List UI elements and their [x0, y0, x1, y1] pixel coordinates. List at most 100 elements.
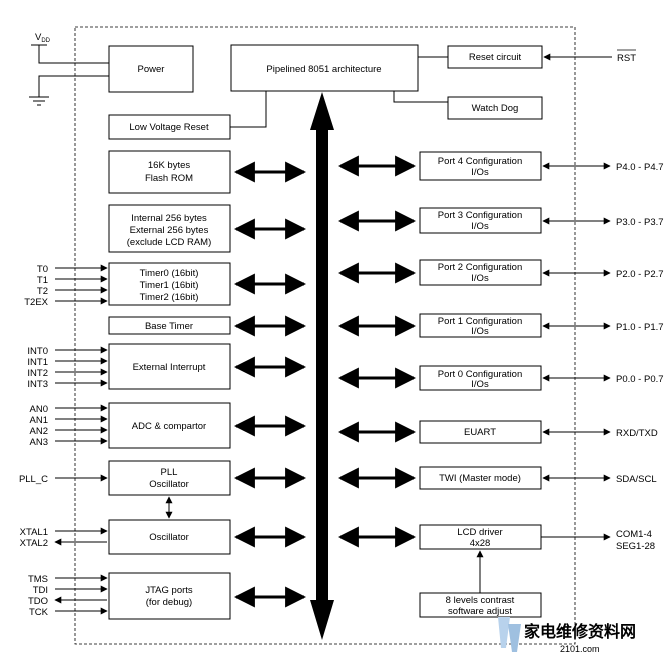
lcd-driver-label-1: LCD driver: [457, 527, 502, 538]
port0-label-1: Port 0 Configuration: [438, 369, 523, 380]
watchdog-block: [447, 96, 543, 120]
twi-label: TWI (Master mode): [439, 473, 521, 484]
contrast-label-1: 8 levels contrast: [446, 595, 515, 606]
pll-label-2: Oscillator: [149, 479, 189, 490]
jtag-block: [108, 572, 231, 620]
tck-label: TCK: [29, 607, 49, 618]
external-interrupt-label: External Interrupt: [133, 362, 206, 373]
jtag-label-2: (for debug): [146, 597, 192, 608]
p0-pins-label: P0.0 - P0.7: [616, 374, 664, 385]
port-pin-arrows: [541, 162, 611, 541]
core-watchdog-link: [393, 91, 448, 103]
xtal1-label: XTAL1: [20, 527, 48, 538]
p4-pins-label: P4.0 - P4.7: [616, 162, 664, 173]
bus-links-left: [233, 161, 307, 608]
ram-label-3: (exclude LCD RAM): [127, 237, 211, 248]
timer1-label: Timer1 (16bit): [140, 280, 199, 291]
tms-label: TMS: [28, 574, 48, 585]
euart-label: EUART: [464, 427, 496, 438]
ram-label-1: Internal 256 bytes: [131, 213, 207, 224]
svg-text:VDD: VDD: [35, 32, 51, 44]
timer2-label: Timer2 (16bit): [140, 292, 199, 303]
cpu-core-label: Pipelined 8051 architecture: [266, 64, 381, 75]
port4-label-1: Port 4 Configuration: [438, 156, 523, 167]
int3-label: INT3: [27, 379, 48, 390]
watermark: 家电维修资料网 2101.com: [498, 617, 636, 654]
timers-block: [108, 262, 231, 306]
watermark-title: 家电维修资料网: [524, 622, 636, 641]
lcd-com-pins-label: COM1-4: [616, 529, 652, 540]
int2-label: INT2: [27, 368, 48, 379]
port2-label-1: Port 2 Configuration: [438, 262, 523, 273]
flash-rom-label-2: Flash ROM: [145, 173, 193, 184]
pll-c-label: PLL_C: [19, 474, 48, 485]
pll-label-1: PLL: [161, 467, 178, 478]
internal-bus-arrow: [310, 92, 334, 640]
watermark-url: 2101.com: [560, 644, 600, 654]
pll-block: [108, 460, 231, 496]
twi-block: [419, 466, 542, 490]
oscillator-label: Oscillator: [149, 532, 189, 543]
bus-links-right: [337, 155, 417, 548]
port2-block: [419, 259, 542, 286]
ground-symbol: [29, 75, 109, 106]
port1-label-1: Port 1 Configuration: [438, 316, 523, 327]
p2-pins-label: P2.0 - P2.7: [616, 269, 664, 280]
port0-block: [419, 365, 542, 391]
t2-label: T2: [37, 286, 48, 297]
an3-label: AN3: [30, 437, 48, 448]
an1-label: AN1: [30, 415, 48, 426]
port1-block: [419, 313, 542, 338]
port3-label-2: I/Os: [471, 221, 489, 232]
int0-label: INT0: [27, 346, 48, 357]
int1-label: INT1: [27, 357, 48, 368]
power-label: Power: [138, 64, 165, 75]
base-timer-block: [108, 316, 231, 335]
reset-circuit-label: Reset circuit: [469, 52, 522, 63]
t2ex-label: T2EX: [24, 297, 48, 308]
base-timer-label: Base Timer: [145, 321, 193, 332]
rst-label: RST: [617, 53, 636, 64]
an2-label: AN2: [30, 426, 48, 437]
left-pin-arrows: [54, 264, 108, 615]
port2-label-2: I/Os: [471, 273, 489, 284]
t1-label: T1: [37, 275, 48, 286]
oscillator-block: [108, 519, 231, 555]
chip-boundary: [74, 26, 576, 645]
twi-pins-label: SDA/SCL: [616, 474, 657, 485]
power-block: [108, 45, 194, 93]
tdo-label: TDO: [28, 596, 48, 607]
watchdog-label: Watch Dog: [472, 103, 519, 114]
t0-label: T0: [37, 264, 48, 275]
timer0-label: Timer0 (16bit): [140, 268, 199, 279]
lcd-driver-label-2: 4x28: [470, 538, 491, 549]
contrast-label-2: software adjust: [448, 606, 512, 617]
port1-label-2: I/Os: [471, 326, 489, 337]
ram-block: [108, 204, 231, 253]
lcd-seg-pins-label: SEG1-28: [616, 541, 655, 552]
flash-rom-block: [108, 150, 231, 194]
port3-block: [419, 207, 542, 234]
watermark-logo-icon: [498, 617, 521, 652]
port4-block: [419, 151, 542, 181]
flash-rom-label-1: 16K bytes: [148, 160, 190, 171]
low-voltage-reset-label: Low Voltage Reset: [129, 122, 209, 133]
xtal2-label: XTAL2: [20, 538, 48, 549]
cpu-core-block: [230, 44, 419, 92]
port4-label-2: I/Os: [471, 167, 489, 178]
external-interrupt-block: [108, 343, 231, 390]
port3-label-1: Port 3 Configuration: [438, 210, 523, 221]
p1-pins-label: P1.0 - P1.7: [616, 322, 664, 333]
uart-pins-label: RXD/TXD: [616, 428, 658, 439]
port0-label-2: I/Os: [471, 379, 489, 390]
ram-label-2: External 256 bytes: [130, 225, 209, 236]
adc-label: ADC & compartor: [132, 421, 206, 432]
euart-block: [419, 420, 542, 444]
lvr-core-link: [230, 91, 267, 128]
adc-block: [108, 402, 231, 449]
an0-label: AN0: [30, 404, 48, 415]
p3-pins-label: P3.0 - P3.7: [616, 217, 664, 228]
jtag-label-1: JTAG ports: [145, 585, 193, 596]
tdi-label: TDI: [33, 585, 48, 596]
